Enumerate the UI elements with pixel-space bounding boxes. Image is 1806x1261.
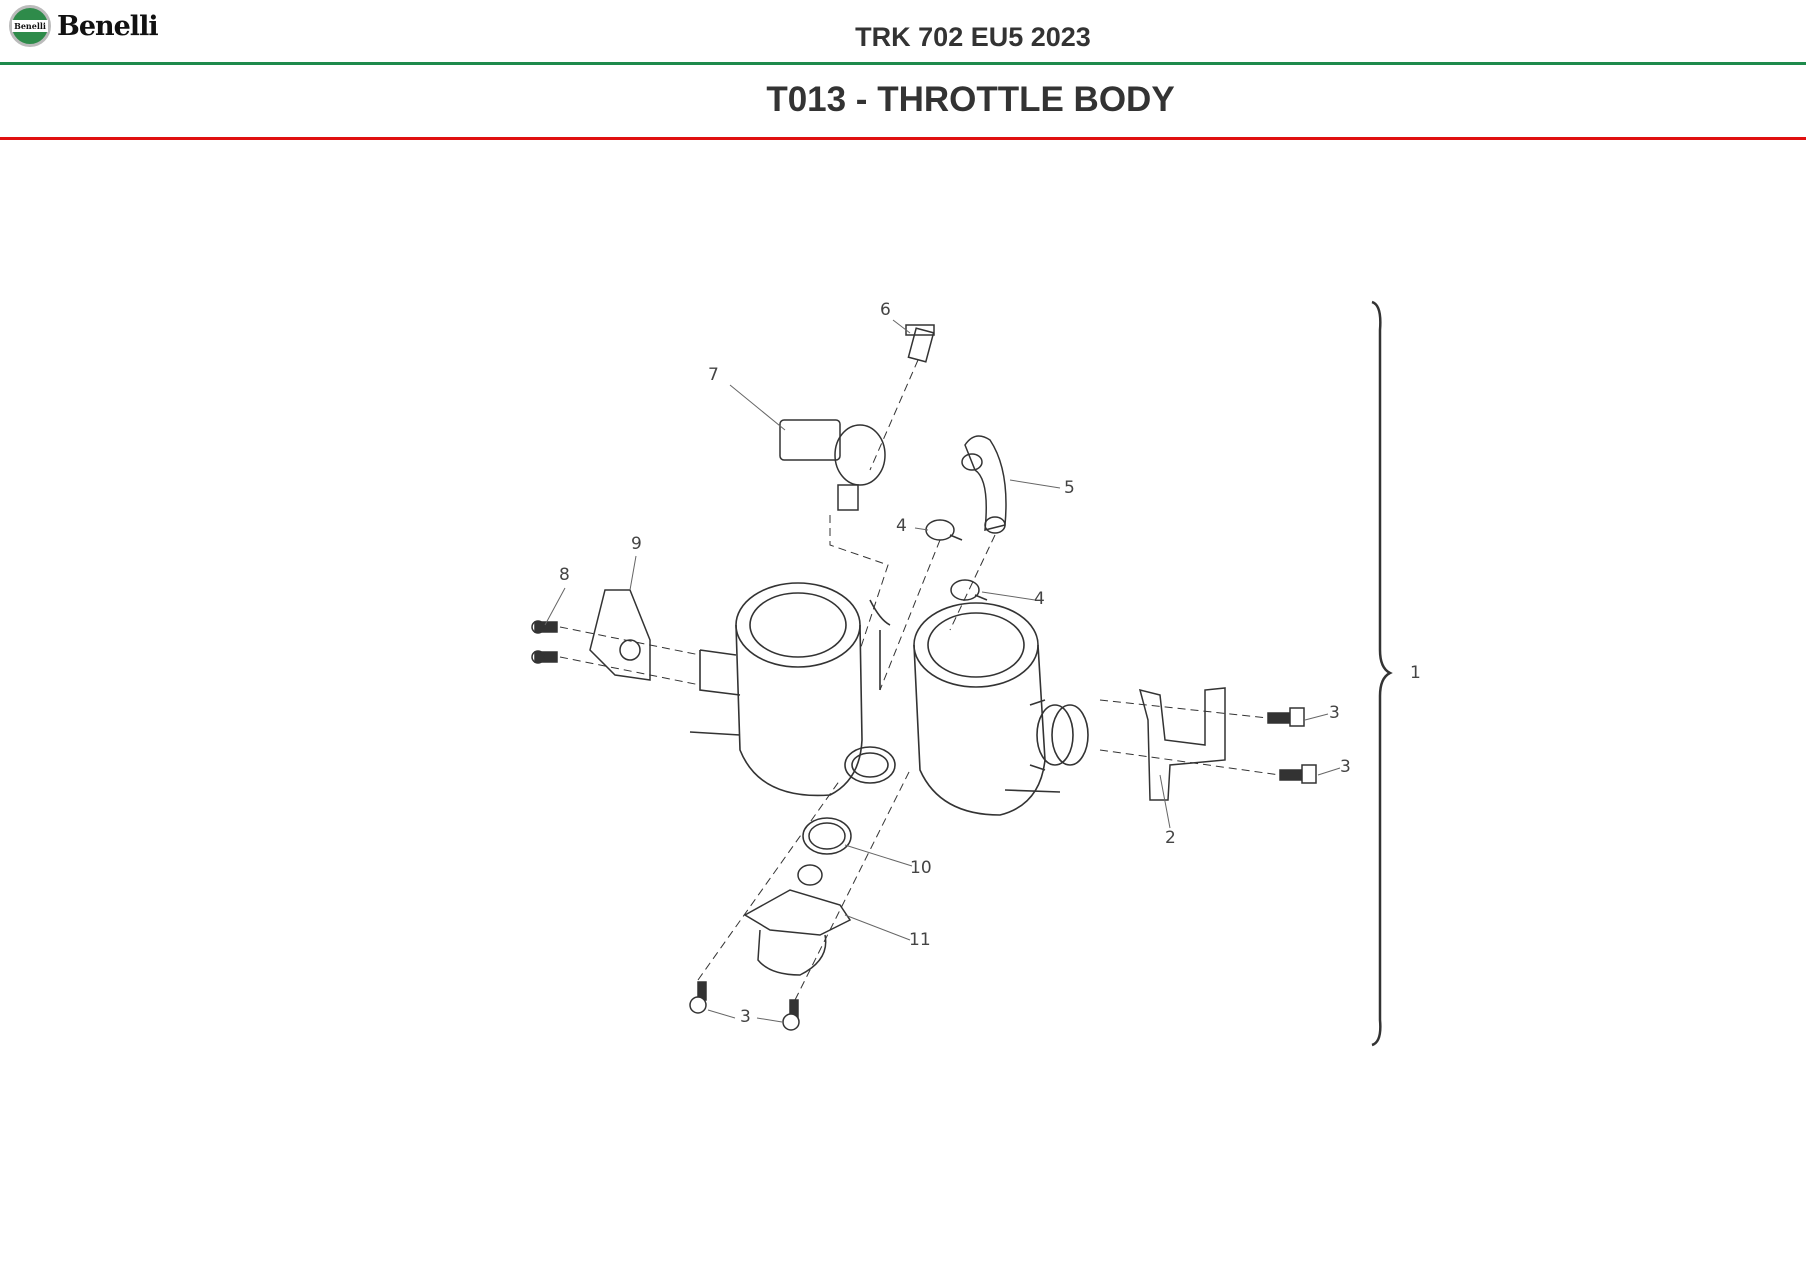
callout-4-upper: 4 <box>896 516 907 536</box>
callout-9: 9 <box>631 534 642 554</box>
callout-11: 11 <box>909 930 931 950</box>
callout-6: 6 <box>880 300 891 320</box>
brand-name: Benelli <box>57 10 159 42</box>
assembly-guidelines <box>559 359 1281 1001</box>
callout-8: 8 <box>559 565 570 585</box>
part-3-screws-right <box>1267 707 1317 784</box>
assembly-bracket <box>1371 300 1393 1047</box>
callout-4-lower: 4 <box>1034 589 1045 609</box>
part-4-clamp-lower <box>950 579 988 601</box>
red-divider <box>0 137 1806 140</box>
callout-2: 2 <box>1165 828 1176 848</box>
green-divider <box>0 62 1806 65</box>
part-7-sensor <box>779 419 886 511</box>
part-2-bracket <box>1138 687 1226 801</box>
callout-10: 10 <box>910 858 932 878</box>
callout-3-right-upper: 3 <box>1329 703 1340 723</box>
part-6-bolt <box>905 324 935 363</box>
part-3-screws-bottom <box>689 981 800 1031</box>
part-11-idle-valve <box>743 864 852 976</box>
leader-lines <box>544 319 1341 1023</box>
callout-1-assembly: 1 <box>1410 663 1421 683</box>
page-title: T013 - THROTTLE BODY <box>766 80 1175 119</box>
callout-3-bottom: 3 <box>740 1007 751 1027</box>
part-5-hose <box>961 435 1007 534</box>
brand-badge-icon: Benelli <box>9 5 51 47</box>
brand-logo: Benelli Benelli <box>9 5 159 47</box>
badge-text: Benelli <box>12 20 48 32</box>
part-10-oring <box>802 817 852 855</box>
part-4-clamp-upper <box>925 519 963 541</box>
callout-7: 7 <box>708 365 719 385</box>
model-title: TRK 702 EU5 2023 <box>855 22 1091 52</box>
callout-5: 5 <box>1064 478 1075 498</box>
callout-3-right-lower: 3 <box>1340 757 1351 777</box>
part-8-screws <box>531 620 558 664</box>
throttle-body <box>689 582 1089 816</box>
